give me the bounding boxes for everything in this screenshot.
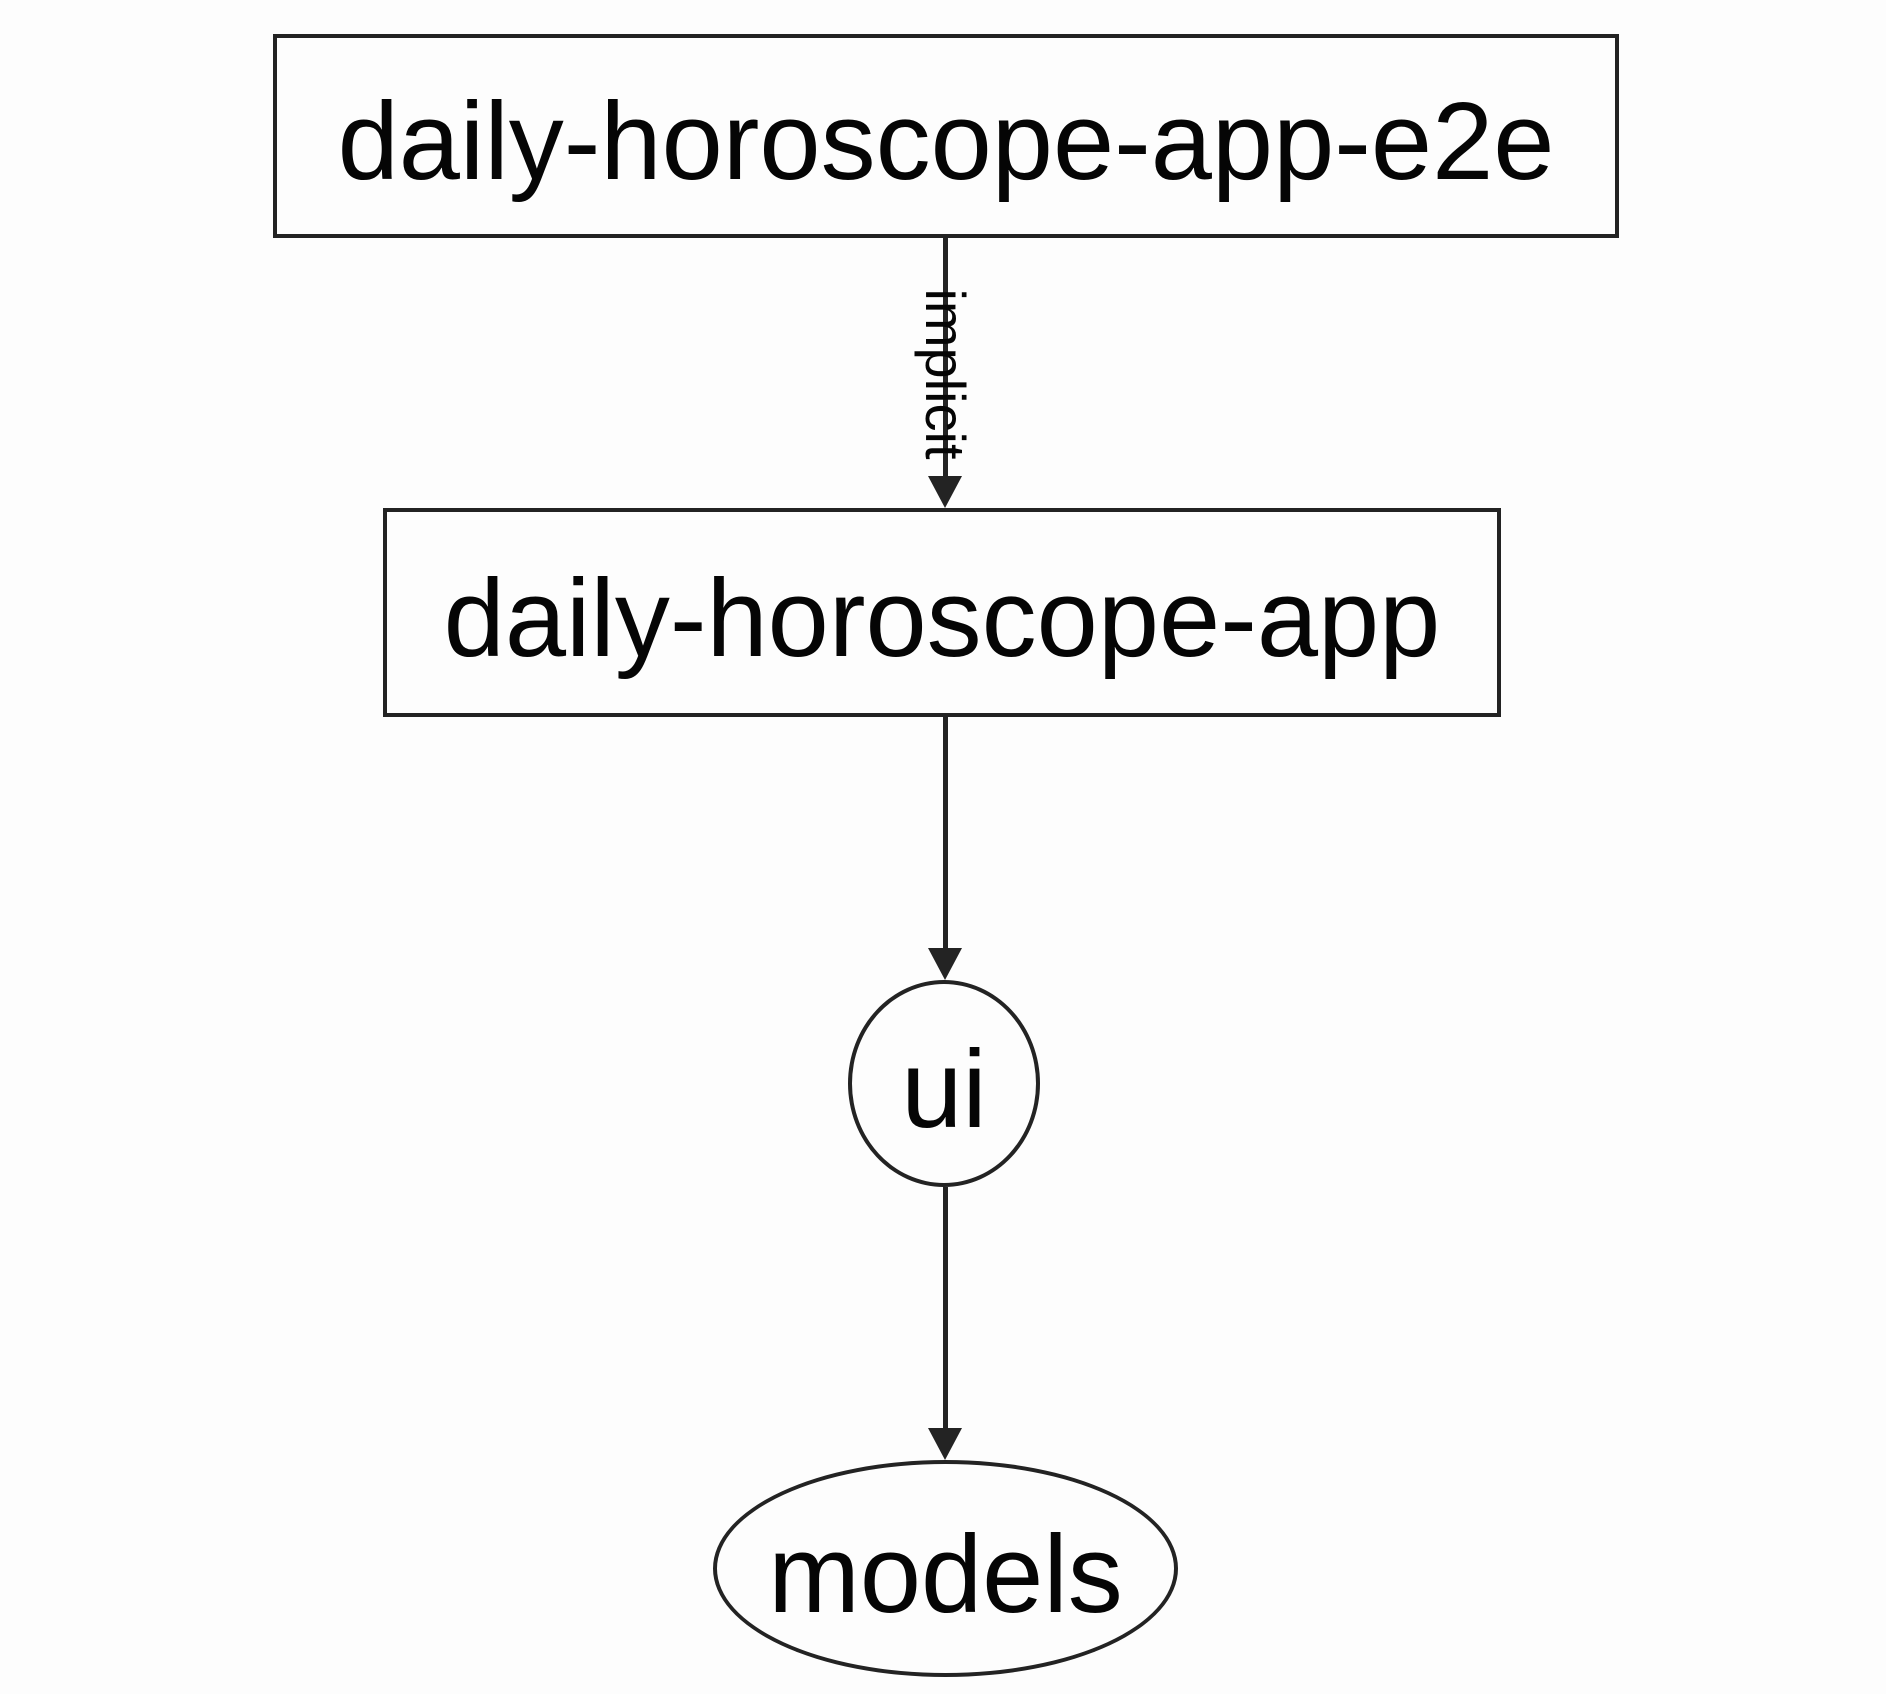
edge-arrowhead-down-icon — [928, 948, 962, 980]
node-daily-horoscope-app-e2e: daily-horoscope-app-e2e — [273, 34, 1619, 238]
node-models: models — [713, 1460, 1178, 1677]
edge-label-implicit: implicit — [914, 288, 977, 460]
node-label-ui: ui — [901, 1027, 987, 1151]
node-daily-horoscope-app: daily-horoscope-app — [383, 508, 1501, 717]
edge-arrowhead-down-icon — [928, 476, 962, 508]
node-label-daily-horoscope-app: daily-horoscope-app — [443, 556, 1441, 680]
edge-line-e2e-to-app — [943, 238, 948, 480]
edge-arrowhead-down-icon — [928, 1428, 962, 1460]
node-label-models: models — [768, 1512, 1123, 1636]
node-label-daily-horoscope-app-e2e: daily-horoscope-app-e2e — [337, 80, 1555, 203]
node-ui: ui — [848, 980, 1040, 1187]
edge-line-app-to-ui — [943, 717, 948, 949]
edge-line-ui-to-models — [943, 1187, 948, 1433]
